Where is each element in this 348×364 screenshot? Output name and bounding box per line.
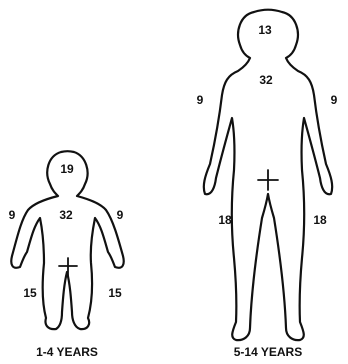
child-center-mark xyxy=(59,258,77,276)
older-figure xyxy=(204,10,332,340)
child-left-arm-pct: 9 xyxy=(9,208,16,222)
child-left-leg-pct: 15 xyxy=(23,286,37,300)
older-trunk-pct: 32 xyxy=(259,73,273,87)
child-age-caption: 1-4 YEARS xyxy=(36,345,98,359)
older-right-arm-pct: 9 xyxy=(331,93,338,107)
older-left-leg-pct: 18 xyxy=(218,213,232,227)
child-right-arm-pct: 9 xyxy=(117,208,124,222)
older-age-caption: 5-14 YEARS xyxy=(234,345,302,359)
older-center-mark xyxy=(258,170,278,190)
child-figure xyxy=(11,151,123,329)
child-trunk-pct: 32 xyxy=(59,208,73,222)
older-right-leg-pct: 18 xyxy=(313,213,327,227)
older-head-pct: 13 xyxy=(258,23,272,37)
older-left-arm-pct: 9 xyxy=(197,93,204,107)
child-head-pct: 19 xyxy=(60,162,74,176)
child-body-outline xyxy=(11,151,123,329)
child-right-leg-pct: 15 xyxy=(108,286,122,300)
